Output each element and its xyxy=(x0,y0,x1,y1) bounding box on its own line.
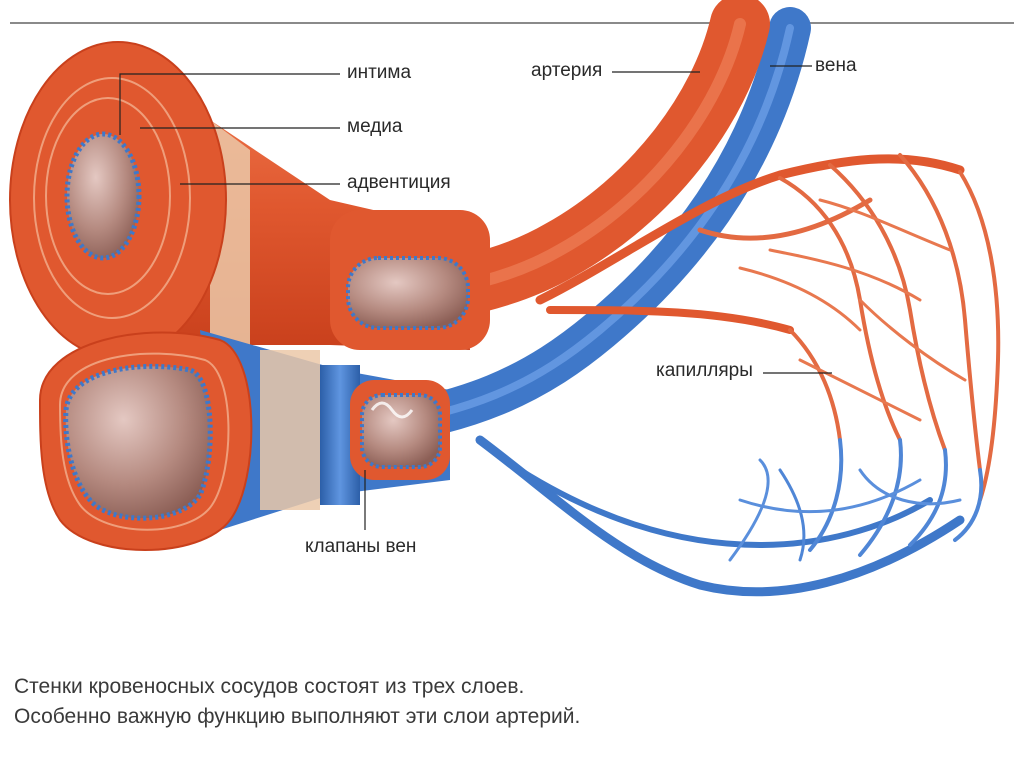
caption-line-2: Особенно важную функцию выполняют эти сл… xyxy=(14,705,581,728)
label-valves: клапаны вен xyxy=(305,536,417,557)
label-vein: вена xyxy=(815,55,857,76)
leader-lines xyxy=(119,65,832,530)
artery-lumen xyxy=(64,131,142,261)
vein-lumen xyxy=(63,363,213,521)
caption: Стенки кровеносных сосудов состоят из тр… xyxy=(14,672,580,732)
capillary-network xyxy=(535,153,1001,502)
label-artery: артерия xyxy=(531,60,603,81)
caption-line-1: Стенки кровеносных сосудов состоят из тр… xyxy=(14,675,525,698)
label-adventitia: адвентиция xyxy=(347,172,451,193)
vein-valve xyxy=(370,401,414,419)
label-capillaries: капилляры xyxy=(656,360,753,381)
label-intima: интима xyxy=(347,62,412,83)
label-media: медиа xyxy=(347,116,403,137)
